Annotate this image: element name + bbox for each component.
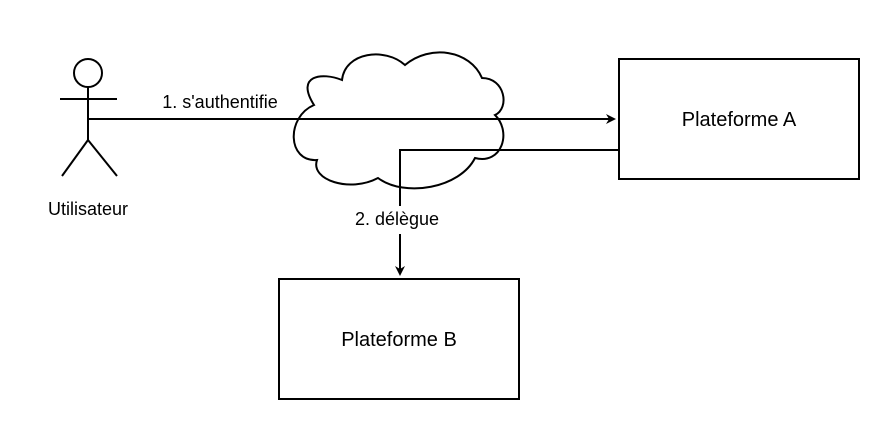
platform-a-label: Plateforme A xyxy=(682,109,797,131)
stick-figure-icon xyxy=(60,58,118,177)
edge-authenticate-label: 1. s'authentifie xyxy=(162,92,278,112)
user-actor[interactable]: Utilisateur xyxy=(48,58,128,219)
edge-delegate[interactable]: 2. délègue xyxy=(336,149,619,276)
cloud-icon xyxy=(292,51,505,190)
platform-a-node[interactable]: Plateforme A xyxy=(618,58,860,180)
edge-delegate-label: 2. délègue xyxy=(355,209,439,229)
actor-label: Utilisateur xyxy=(48,199,128,219)
edge-label-background xyxy=(336,206,456,234)
platform-b-label: Plateforme B xyxy=(341,329,457,351)
edge-label-background xyxy=(146,88,294,114)
edge-authenticate[interactable]: 1. s'authentifie xyxy=(88,88,616,124)
platform-b-node[interactable]: Plateforme B xyxy=(278,278,520,400)
